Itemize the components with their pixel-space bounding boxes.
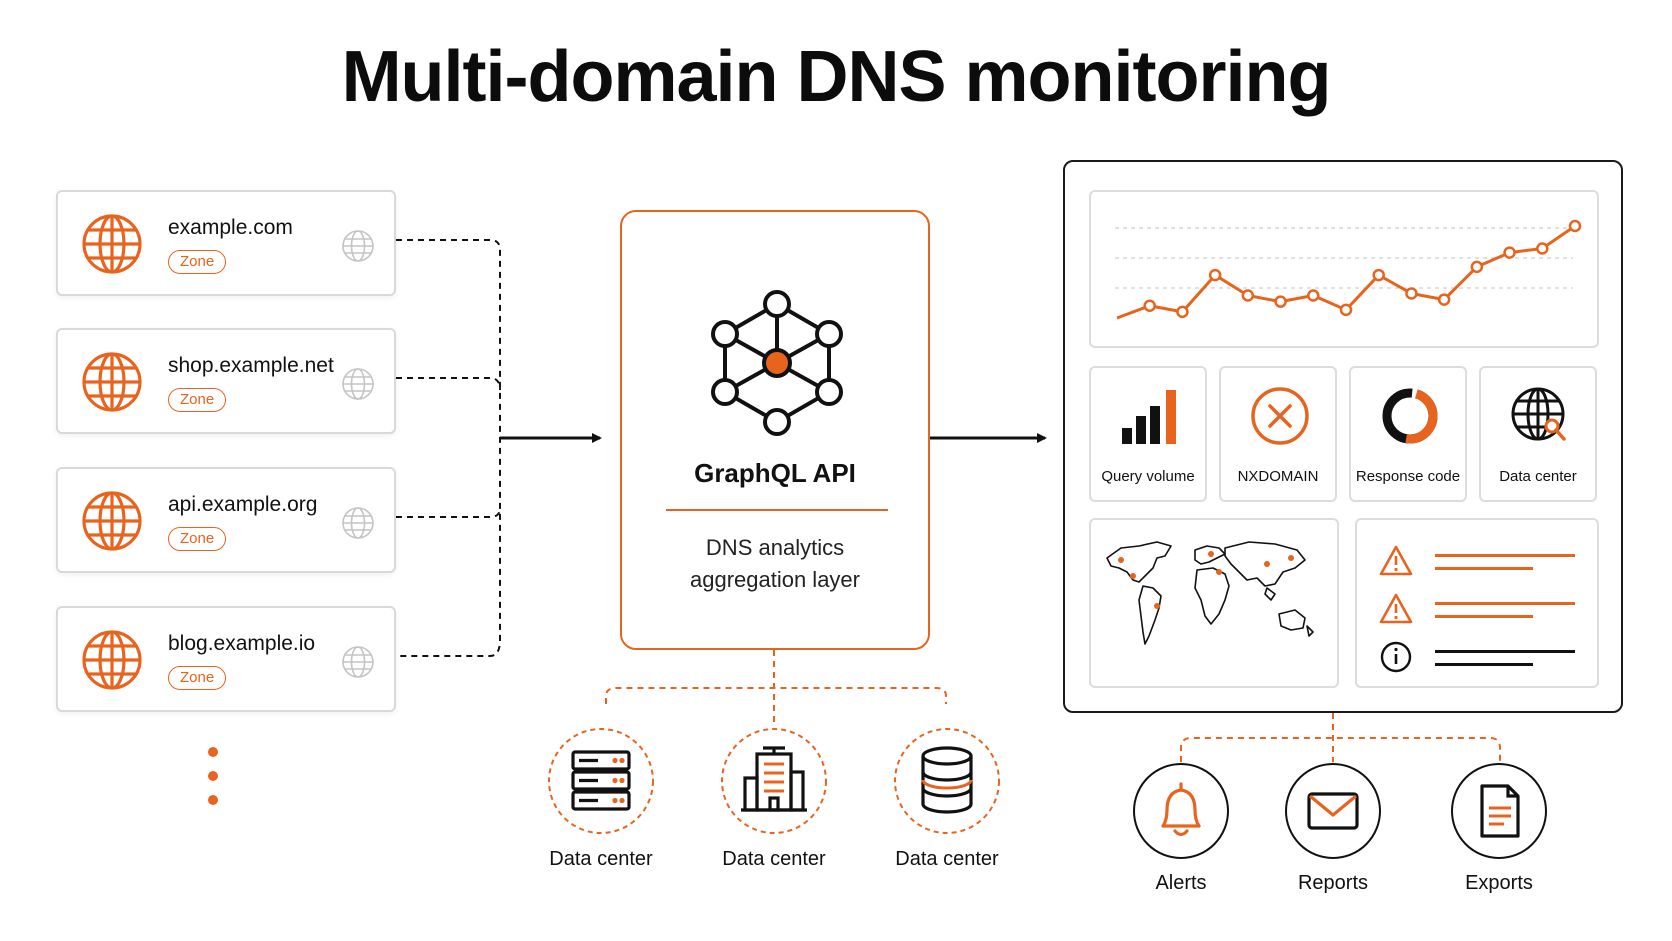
trend-point — [1536, 242, 1549, 255]
trend-point — [1241, 289, 1255, 302]
trend-point — [1568, 219, 1582, 233]
alert-text-bar — [1435, 615, 1533, 618]
alert-text-bar — [1435, 650, 1575, 653]
api-title: GraphQL API — [694, 458, 856, 488]
trend-point — [1176, 305, 1189, 319]
api-description-line: DNS analytics — [705, 535, 845, 560]
zone-card[interactable]: example.com Zone — [56, 190, 396, 296]
monitoring-dashboard: Query volume NXDOMAIN Response code Data… — [1063, 160, 1623, 713]
trend-point — [1470, 260, 1484, 274]
zone-badge: Zone — [168, 250, 227, 274]
trend-point — [1143, 299, 1156, 312]
output-label: Reports — [1297, 872, 1369, 894]
zone-card[interactable]: shop.example.net Zone — [56, 328, 396, 434]
metric-label: Query volume — [1101, 468, 1195, 485]
zone-badge: Zone — [168, 527, 227, 551]
trend-points — [1143, 219, 1582, 319]
x-circle-icon — [1251, 387, 1309, 445]
globe-icon — [342, 230, 374, 262]
globe-search-icon — [1511, 387, 1566, 441]
output-label: Alerts — [1155, 872, 1207, 894]
api-divider — [666, 509, 888, 511]
warning-icon — [1379, 593, 1413, 624]
zone-card[interactable]: blog.example.io Zone — [56, 606, 396, 712]
document-icon — [1451, 763, 1547, 859]
trend-point — [1503, 246, 1516, 259]
data-center-label: Data center — [895, 848, 999, 870]
alert-text-bar — [1435, 663, 1533, 666]
world-map-panel — [1089, 518, 1339, 688]
globe-icon — [82, 491, 142, 551]
world-map-icon — [1106, 541, 1314, 645]
warning-icon — [1379, 545, 1413, 576]
alert-row[interactable] — [1379, 636, 1589, 676]
zone-domain: shop.example.net — [168, 354, 334, 377]
bell-icon — [1133, 763, 1229, 859]
output-label: Exports — [1465, 872, 1533, 894]
alert-row[interactable] — [1379, 588, 1589, 628]
zone-connectors — [396, 239, 501, 657]
graph-network-icon — [711, 290, 843, 436]
api-description-line: aggregation layer — [689, 567, 860, 592]
trend-point — [1339, 303, 1353, 317]
alert-text-bar — [1435, 567, 1533, 570]
trend-point — [1208, 268, 1222, 282]
alerts-panel — [1355, 518, 1599, 688]
globe-icon — [82, 352, 142, 412]
alert-text-bar — [1435, 602, 1575, 605]
api-description: DNS analytics aggregation layer — [622, 532, 928, 596]
output-connectors — [1180, 713, 1501, 762]
globe-icon — [82, 214, 142, 274]
zone-card[interactable]: api.example.org Zone — [56, 467, 396, 573]
zone-domain: blog.example.io — [168, 632, 316, 655]
trend-gridlines — [1115, 227, 1573, 289]
more-zones-ellipsis-icon — [208, 747, 218, 805]
metric-label: Response code — [1355, 468, 1461, 485]
trend-point — [1437, 293, 1451, 306]
globe-icon — [82, 630, 142, 690]
globe-icon — [342, 507, 374, 539]
trend-point — [1274, 295, 1287, 308]
trend-point — [1372, 268, 1385, 282]
trend-chart-panel — [1089, 190, 1599, 348]
page-title: Multi-domain DNS monitoring — [341, 37, 1332, 117]
metric-tile-response-code[interactable]: Response code — [1349, 366, 1467, 502]
metric-tile-data-center[interactable]: Data center — [1479, 366, 1597, 502]
envelope-icon — [1285, 763, 1381, 859]
globe-icon — [342, 368, 374, 400]
data-center-label: Data center — [549, 848, 653, 870]
trend-point — [1307, 289, 1320, 302]
alert-text-bar — [1435, 554, 1575, 557]
database-icon — [894, 728, 1000, 834]
globe-icon — [342, 646, 374, 678]
metric-label: NXDOMAIN — [1237, 468, 1319, 485]
datacenter-connectors — [605, 650, 947, 726]
building-icon — [721, 728, 827, 834]
trend-point — [1405, 287, 1418, 300]
data-center-label: Data center — [722, 848, 826, 870]
server-rack-icon — [548, 728, 654, 834]
metric-label: Data center — [1499, 468, 1577, 485]
trend-line-chart — [1115, 219, 1582, 320]
bar-chart-icon — [1122, 390, 1176, 444]
zone-domain: api.example.org — [168, 493, 318, 516]
zone-badge: Zone — [168, 666, 227, 690]
zone-domain: example.com — [168, 216, 293, 239]
zone-badge: Zone — [168, 388, 227, 412]
metric-tile-query-volume[interactable]: Query volume — [1089, 366, 1207, 502]
donut-chart-icon — [1382, 388, 1438, 444]
alert-row[interactable] — [1379, 540, 1589, 580]
info-icon — [1380, 641, 1412, 673]
graphql-api-box: GraphQL API DNS analytics aggregation la… — [620, 210, 930, 650]
metric-tile-nxdomain[interactable]: NXDOMAIN — [1219, 366, 1337, 502]
